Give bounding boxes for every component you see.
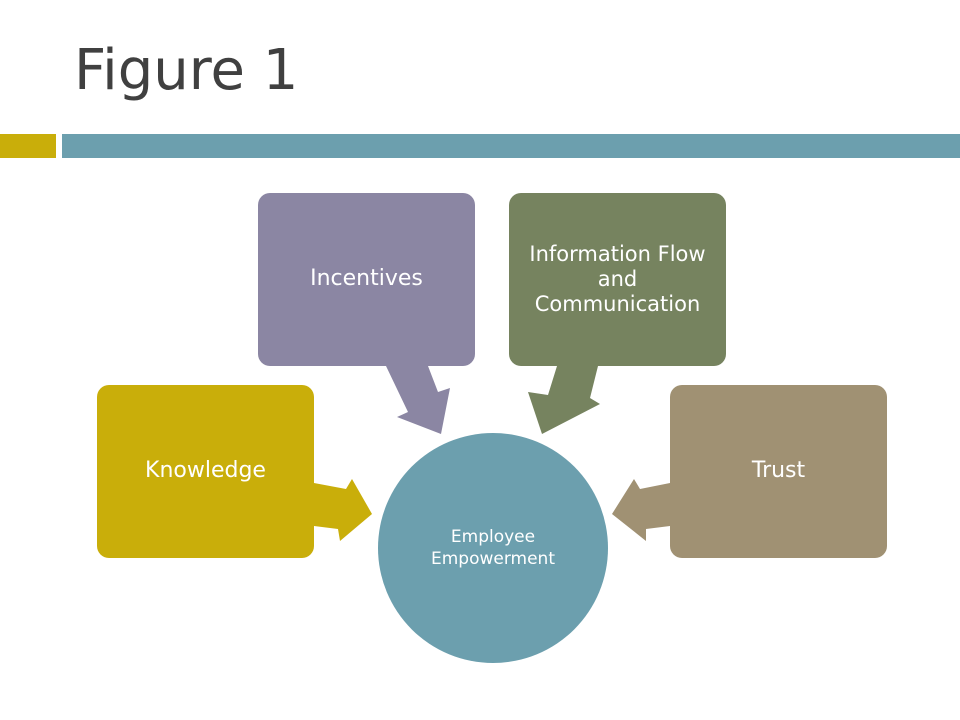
- arrow-knowledge: [314, 479, 372, 541]
- node-knowledge-label: Knowledge: [145, 458, 266, 484]
- node-trust-label: Trust: [751, 458, 806, 484]
- node-trust: Trust: [670, 385, 887, 558]
- arrow-information: [528, 366, 600, 434]
- arrow-incentives: [386, 366, 450, 434]
- slide-title: Figure 1: [74, 38, 299, 103]
- node-information: Information Flow and Communication: [509, 193, 726, 366]
- arrow-trust: [612, 479, 670, 541]
- node-incentives-label: Incentives: [310, 266, 423, 292]
- hub-employee-empowerment: Employee Empowerment: [378, 433, 608, 663]
- title-accent-bar: [0, 134, 56, 158]
- title-divider-bar: [62, 134, 960, 158]
- node-incentives: Incentives: [258, 193, 475, 366]
- hub-label: Employee Empowerment: [430, 526, 555, 569]
- node-information-label: Information Flow and Communication: [529, 241, 706, 317]
- node-knowledge: Knowledge: [97, 385, 314, 558]
